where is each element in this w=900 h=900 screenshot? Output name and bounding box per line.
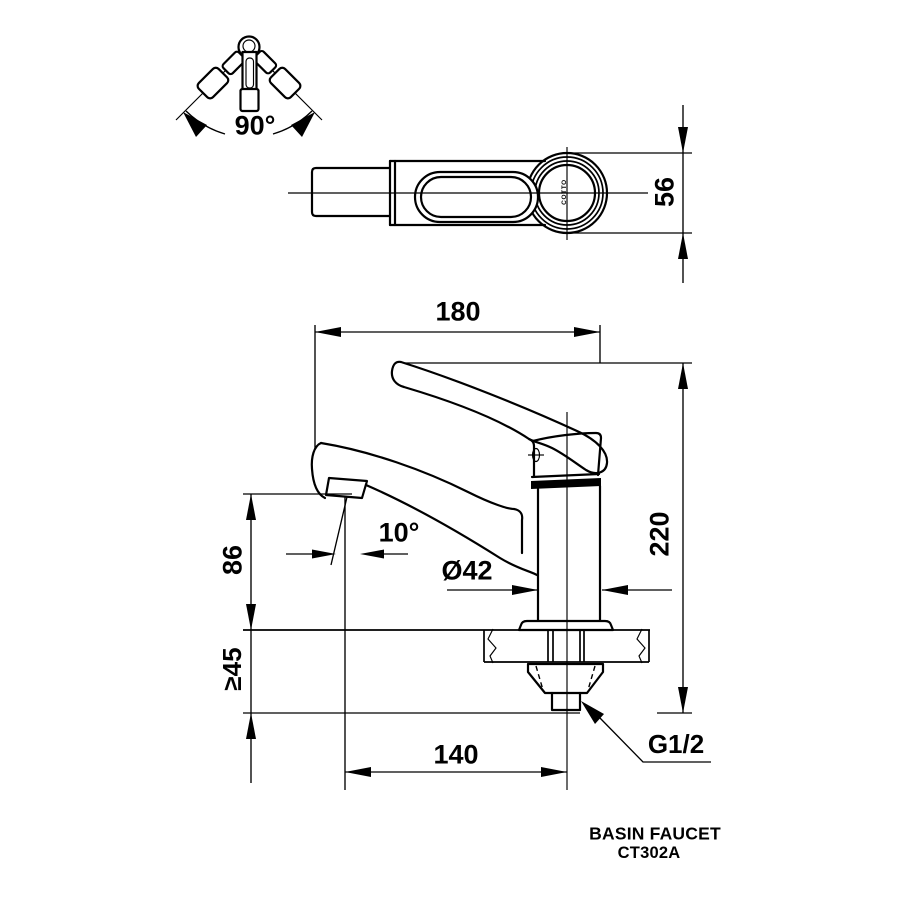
base-column: [536, 484, 602, 623]
threaded-shank: [550, 691, 582, 712]
dimension-lines: [243, 105, 711, 790]
arc-arrow-left-icon: [183, 112, 207, 137]
base-flange: [517, 619, 615, 632]
center-mark-icon: [531, 447, 541, 463]
lever-top-inner: [419, 175, 533, 219]
body-rear-edge: [531, 431, 603, 477]
dim-spout-height-86: 86: [217, 544, 248, 576]
handle-ghost-left: [196, 50, 247, 100]
handle-rotation-diagram: [175, 35, 323, 137]
dim-depth-56: 56: [649, 176, 680, 208]
arc-arrow-right-icon: [291, 112, 315, 137]
collar-band: [531, 478, 601, 489]
product-title: BASIN FAUCET: [589, 823, 721, 844]
dim-handle-rotation-90: 90°: [234, 110, 276, 141]
dim-reach-140: 140: [433, 739, 479, 770]
top-view-centerlines: [288, 147, 648, 240]
dim-140-lines: [344, 497, 567, 790]
lever-handle-front: [390, 360, 609, 475]
dim-180-lines: [314, 325, 601, 450]
spout-top-sweep: [319, 441, 524, 555]
body-outline-top: [388, 159, 547, 227]
body-front-sweep: [364, 483, 539, 577]
aerator: [324, 476, 369, 500]
dim-45-lines: [243, 630, 580, 783]
dim-width-180: 180: [435, 296, 481, 327]
dim-height-220: 220: [644, 511, 675, 557]
mounting-nut: [526, 662, 605, 695]
dim-spout-angle-10: 10°: [378, 517, 420, 548]
thread-leader-arrow-icon: [581, 701, 604, 724]
dim-220-lines: [405, 362, 692, 714]
brand-logo: COTTO: [560, 179, 568, 205]
dim-base-diameter-42: Ø42: [441, 555, 493, 586]
product-model: CT302A: [617, 843, 681, 862]
lever-top-outer: [413, 170, 540, 224]
front-view: [310, 360, 650, 790]
top-view: [288, 147, 648, 240]
dim-86-lines: [243, 493, 352, 630]
spout-outline-top: [310, 166, 392, 218]
deck-break-marks: [487, 628, 646, 664]
thread-size-label: G1/2: [647, 729, 705, 759]
thread-leader-line: [598, 716, 711, 763]
spout-cap-front: [310, 441, 327, 500]
dim-deck-thickness-45: ≥45: [217, 647, 247, 691]
handle-vertical: [237, 35, 261, 113]
